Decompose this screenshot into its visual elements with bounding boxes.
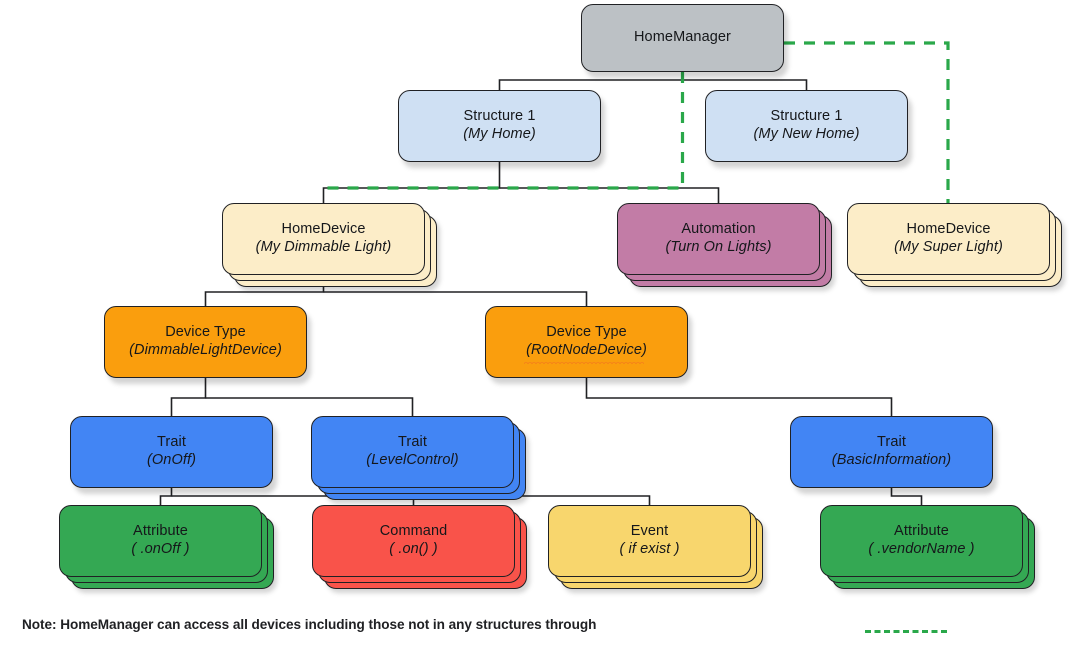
node-subtitle: (RootNodeDevice) (526, 342, 647, 358)
node-automation-turn-on-lights[interactable]: Automation (Turn On Lights) (617, 203, 820, 275)
node-title: Trait (398, 434, 427, 451)
node-title: Device Type (165, 324, 246, 341)
node-devicetype-dimmablelightdevice[interactable]: Device Type (DimmableLightDevice) (104, 306, 307, 378)
node-title: Automation (681, 221, 756, 238)
edge-structure1-to-homedevice (322, 162, 501, 203)
footnote-text: Note: HomeManager can access all devices… (22, 617, 597, 632)
node-title: Device Type (546, 324, 627, 341)
node-homedevice-super[interactable]: HomeDevice (My Super Light) (847, 203, 1050, 275)
edge-hm-to-structure2 (682, 79, 808, 90)
node-title: Structure 1 (770, 108, 843, 125)
node-trait-basicinformation[interactable]: Trait (BasicInformation) (790, 416, 993, 488)
node-devicetype-rootnodedevice[interactable]: Device Type (RootNodeDevice) (485, 306, 688, 378)
node-homedevice-dimmable[interactable]: HomeDevice (My Dimmable Light) (222, 203, 425, 275)
node-title: Attribute (894, 523, 949, 540)
node-subtitle: (My New Home) (753, 126, 860, 142)
spellcheck-underline (524, 361, 644, 364)
edge-devicetype-to-trait-levelcontrol (205, 397, 414, 416)
node-trait-levelcontrol[interactable]: Trait (LevelControl) (311, 416, 514, 488)
node-event-if-exist[interactable]: Event ( if exist ) (548, 505, 751, 577)
node-structure-my-new-home[interactable]: Structure 1 (My New Home) (705, 90, 908, 162)
node-subtitle: (DimmableLightDevice) (129, 342, 282, 358)
node-subtitle: (LevelControl) (366, 452, 459, 468)
node-title: Structure 1 (463, 108, 536, 125)
node-subtitle: ( if exist ) (619, 541, 680, 557)
node-title: Attribute (133, 523, 188, 540)
node-trait-onoff[interactable]: Trait (OnOff) (70, 416, 273, 488)
node-subtitle: (BasicInformation) (831, 452, 952, 468)
edge-structure1-to-automation (499, 187, 720, 203)
node-title: Trait (877, 434, 906, 451)
node-title: Command (379, 523, 448, 540)
node-subtitle: ( .onOff ) (131, 541, 190, 557)
node-structure-my-home[interactable]: Structure 1 (My Home) (398, 90, 601, 162)
node-subtitle: (My Super Light) (894, 239, 1003, 255)
node-attribute-vendorname[interactable]: Attribute ( .vendorName ) (820, 505, 1023, 577)
node-subtitle: ( .vendorName ) (868, 541, 975, 557)
node-subtitle: (My Dimmable Light) (255, 239, 392, 255)
edge-homedevice-to-devicetype-rootnode (323, 291, 588, 306)
node-title: HomeDevice (281, 221, 366, 238)
node-subtitle: (OnOff) (146, 452, 197, 468)
node-subtitle: (My Home) (463, 126, 536, 142)
node-subtitle: (Turn On Lights) (665, 239, 772, 255)
node-subtitle: ( .on() ) (389, 541, 438, 557)
node-home-manager[interactable]: HomeManager (581, 4, 784, 72)
footnote-legend-dashed-line (865, 630, 947, 633)
node-title: Event (630, 523, 669, 540)
node-command-on[interactable]: Command ( .on() ) (312, 505, 515, 577)
node-title: HomeDevice (906, 221, 991, 238)
node-title: HomeManager (633, 29, 731, 46)
node-attribute-onoff[interactable]: Attribute ( .onOff ) (59, 505, 262, 577)
node-title: Trait (157, 434, 186, 451)
